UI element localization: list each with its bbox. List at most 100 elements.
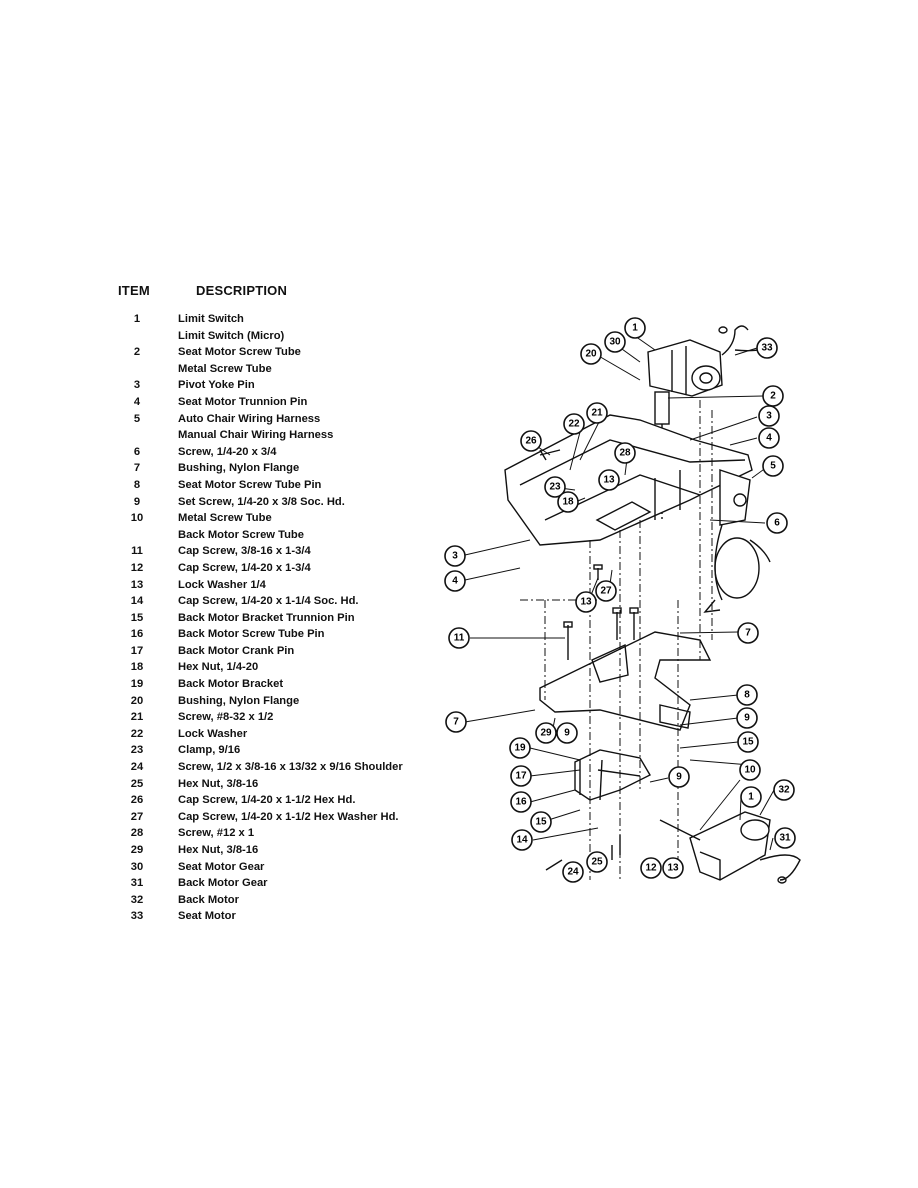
callout-circle — [668, 766, 690, 788]
item-description: Seat Motor Gear — [178, 860, 265, 873]
item-description: Seat Motor — [178, 910, 236, 923]
callout-label: 30 — [604, 331, 626, 353]
parts-row: Metal Screw Tube — [118, 361, 448, 378]
item-number: 30 — [130, 860, 144, 873]
callout-number: 25 — [591, 857, 603, 868]
callout-number: 22 — [568, 419, 580, 430]
item-description: Bushing, Nylon Flange — [178, 462, 300, 475]
item-number: 33 — [130, 910, 144, 923]
item-number: 24 — [130, 761, 144, 774]
callout-label: 9 — [556, 722, 578, 744]
callout-circle — [737, 731, 759, 753]
callout-number: 31 — [779, 833, 791, 844]
callout-label: 4 — [444, 570, 466, 592]
callout-label: 14 — [511, 829, 533, 851]
callout-label: 4 — [758, 427, 780, 449]
callout-circle — [586, 851, 608, 873]
callout-label: 21 — [586, 402, 608, 424]
callout-circle — [511, 829, 533, 851]
back-motor-crank — [574, 749, 651, 801]
description-column-header: DESCRIPTION — [196, 283, 288, 298]
callout-number: 20 — [585, 349, 597, 360]
callout-circle — [520, 430, 542, 452]
callout-label: 23 — [544, 476, 566, 498]
callout-label: 9 — [736, 707, 758, 729]
item-description: Screw, 1/4-20 x 3/4 — [178, 445, 277, 458]
callout-circle — [557, 491, 579, 513]
callout-number: 26 — [525, 436, 537, 447]
item-description: Hex Nut, 1/4-20 — [178, 661, 259, 674]
callout-number: 13 — [580, 597, 592, 608]
callout-number: 16 — [515, 797, 527, 808]
callout-circle — [736, 707, 758, 729]
callout-number: 23 — [549, 482, 561, 493]
item-number: 25 — [130, 777, 144, 790]
item-description: Back Motor Crank Pin — [178, 644, 295, 657]
callout-label: 25 — [586, 851, 608, 873]
callout-circle — [580, 343, 602, 365]
item-description: Clamp, 9/16 — [178, 744, 241, 757]
callout-label: 5 — [762, 455, 784, 477]
callout-number: 7 — [745, 628, 751, 639]
callout-label: 31 — [774, 827, 796, 849]
callout-circle — [595, 580, 617, 602]
item-description: Auto Chair Wiring Harness — [178, 412, 321, 425]
callout-number: 1 — [632, 323, 638, 334]
parts-row: 24 Screw, 1/2 x 3/8-16 x 13/32 x 9/16 Sho… — [118, 759, 448, 776]
item-number: 2 — [133, 346, 141, 359]
item-description: Limit Switch (Micro) — [178, 329, 285, 342]
callout-label: 19 — [509, 737, 531, 759]
item-number: 20 — [130, 694, 144, 707]
callout-circle — [598, 469, 620, 491]
item-description: Lock Washer 1/4 — [178, 578, 266, 591]
item-description: Back Motor Gear — [178, 877, 268, 890]
item-number: 23 — [130, 744, 144, 757]
callout-number: 10 — [744, 765, 756, 776]
callout-number: 12 — [645, 863, 657, 874]
callout-number: 3 — [766, 411, 772, 422]
callout-label: 15 — [737, 731, 759, 753]
item-description: Screw, 1/2 x 3/8-16 x 13/32 x 9/16 Shoul… — [178, 761, 403, 774]
item-number: 28 — [130, 827, 144, 840]
callout-circle — [445, 711, 467, 733]
callout-label: 17 — [510, 765, 532, 787]
item-number: 19 — [130, 678, 144, 691]
callout-label: 22 — [563, 413, 585, 435]
item-description: Pivot Yoke Pin — [178, 379, 255, 392]
callout-label: 15 — [530, 811, 552, 833]
callout-number: 24 — [567, 867, 579, 878]
item-number: 32 — [130, 893, 144, 906]
callout-circle — [563, 413, 585, 435]
callout-circle — [448, 627, 470, 649]
callout-number: 32 — [778, 785, 790, 796]
item-description: Cap Screw, 3/8-16 x 1-3/4 — [178, 545, 311, 558]
callout-circle — [530, 811, 552, 833]
parts-row: Limit Switch (Micro) — [118, 328, 448, 345]
item-description: Metal Screw Tube — [178, 362, 272, 375]
callout-circle — [562, 861, 584, 883]
callout-label: 10 — [739, 759, 761, 781]
parts-row: 19 Back Motor Bracket — [118, 676, 448, 693]
callout-number: 6 — [774, 518, 780, 529]
item-number: 16 — [130, 628, 144, 641]
callout-label: 3 — [758, 405, 780, 427]
callout-circle — [740, 786, 762, 808]
fasteners — [539, 449, 639, 871]
callout-label: 26 — [520, 430, 542, 452]
back-motor-bracket — [539, 631, 712, 731]
item-description: Seat Motor Trunnion Pin — [178, 395, 308, 408]
item-description: Hex Nut, 3/8-16 — [178, 844, 259, 856]
item-description: Back Motor Bracket — [178, 678, 284, 691]
item-number: 12 — [130, 561, 144, 574]
callout-number: 28 — [619, 448, 631, 459]
callout-circle — [556, 722, 578, 744]
